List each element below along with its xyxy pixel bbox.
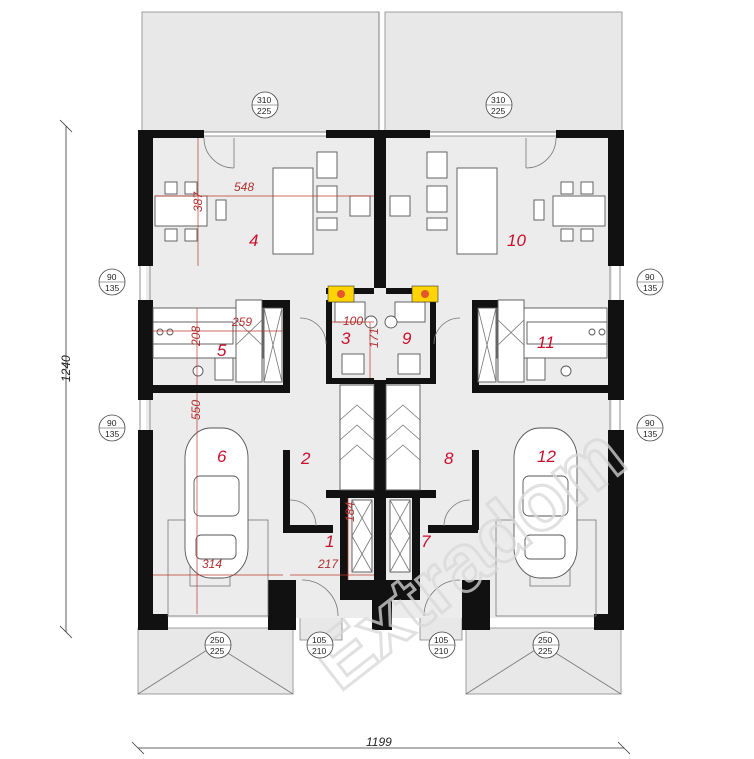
overall-width: 1199 — [366, 735, 392, 749]
svg-text:225: 225 — [210, 646, 224, 656]
flame-icon — [337, 290, 345, 298]
tag-window-side-r1: 90 135 — [636, 268, 664, 296]
room-number-6: 6 — [217, 447, 227, 466]
tag-window-side-l2: 90 135 — [98, 414, 126, 442]
svg-text:135: 135 — [105, 429, 119, 439]
svg-text:225: 225 — [491, 106, 505, 116]
svg-text:225: 225 — [257, 106, 271, 116]
svg-text:210: 210 — [312, 646, 326, 656]
dim-171: 171 — [367, 328, 381, 348]
tag-garage-right: 250 225 — [532, 631, 560, 659]
door-swings — [203, 137, 557, 617]
svg-text:310: 310 — [491, 95, 505, 105]
room-number-3: 3 — [341, 329, 351, 348]
svg-text:250: 250 — [210, 635, 224, 645]
dim-550: 550 — [189, 400, 203, 420]
tag-door-bottom-left: 105 210 — [306, 631, 334, 659]
tag-garage-left: 250 225 — [204, 631, 232, 659]
room-number-5: 5 — [217, 341, 227, 360]
car-right — [513, 427, 578, 579]
svg-text:310: 310 — [257, 95, 271, 105]
svg-text:135: 135 — [643, 429, 657, 439]
tag-window-top-left: 310 225 — [251, 91, 279, 119]
flame-icon — [421, 290, 429, 298]
room-number-11: 11 — [537, 333, 555, 352]
overall-dimension-lines — [59, 119, 631, 755]
svg-text:210: 210 — [434, 646, 448, 656]
svg-text:135: 135 — [643, 283, 657, 293]
room-number-7: 7 — [421, 532, 431, 551]
dim-184: 184 — [343, 502, 357, 522]
dim-314: 314 — [202, 557, 222, 571]
dim-548: 548 — [234, 180, 254, 194]
tag-window-side-r2: 90 135 — [636, 414, 664, 442]
tag-door-bottom-right: 105 210 — [428, 631, 456, 659]
party-wall-upper — [374, 138, 386, 288]
svg-text:90: 90 — [645, 272, 655, 282]
svg-text:90: 90 — [107, 272, 117, 282]
dim-208: 208 — [189, 326, 203, 347]
tag-window-side-l1: 90 135 — [98, 268, 126, 296]
furniture-right — [384, 151, 608, 617]
svg-text:225: 225 — [538, 646, 552, 656]
car-left — [184, 427, 249, 579]
room-number-9: 9 — [402, 329, 412, 348]
svg-text:90: 90 — [645, 418, 655, 428]
opening-tags: 310 225 310 225 90 135 90 135 90 135 — [98, 91, 664, 659]
dim-217: 217 — [317, 557, 339, 571]
room-number-1: 1 — [325, 532, 334, 551]
room-dimension-lines — [153, 138, 374, 614]
party-wall-lower — [374, 380, 386, 580]
svg-text:105: 105 — [312, 635, 326, 645]
dim-100: 100 — [343, 314, 363, 328]
overall-height: 1240 — [59, 355, 73, 382]
room-number-8: 8 — [444, 449, 454, 468]
room-number-4: 4 — [249, 231, 258, 250]
room-number-12: 12 — [537, 447, 556, 466]
svg-text:135: 135 — [105, 283, 119, 293]
room-number-10: 10 — [507, 231, 526, 250]
svg-text:90: 90 — [107, 418, 117, 428]
svg-text:105: 105 — [434, 635, 448, 645]
dim-387: 387 — [191, 191, 205, 212]
interior-walls-right — [386, 288, 612, 580]
svg-text:250: 250 — [538, 635, 552, 645]
windows — [139, 131, 621, 430]
outer-walls — [138, 130, 624, 630]
furniture-left — [152, 151, 378, 617]
room-number-2: 2 — [300, 449, 311, 468]
dim-259: 259 — [231, 315, 252, 329]
tag-window-top-right: 310 225 — [485, 91, 513, 119]
